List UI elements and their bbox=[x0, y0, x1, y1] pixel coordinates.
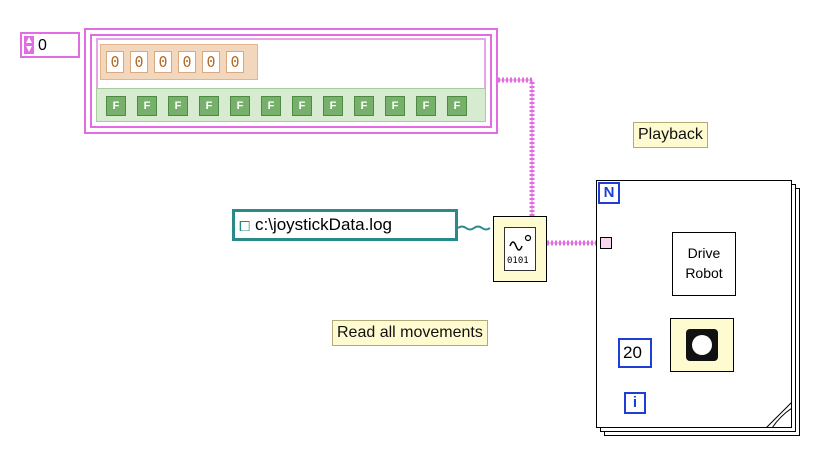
drive-robot-subvi[interactable]: Drive Robot bbox=[672, 232, 736, 296]
numeric-element[interactable]: 0 bbox=[178, 51, 196, 73]
binary-file-read-icon: 0101 bbox=[504, 227, 536, 271]
path-icon: ⧠ bbox=[239, 218, 251, 234]
numeric-element[interactable]: 0 bbox=[106, 51, 124, 73]
file-path-constant[interactable]: ⧠ c:\joystickData.log bbox=[232, 209, 458, 241]
cluster-wire-array-to-read bbox=[498, 77, 535, 224]
boolean-element[interactable]: F bbox=[137, 96, 157, 116]
wait-ms-icon bbox=[686, 329, 718, 361]
loop-count-terminal[interactable]: N bbox=[598, 182, 620, 204]
for-loop[interactable] bbox=[596, 180, 792, 428]
numeric-element[interactable]: 0 bbox=[154, 51, 172, 73]
boolean-array[interactable]: F F F F F F F F F F F F bbox=[96, 88, 486, 122]
file-path-value[interactable]: c:\joystickData.log bbox=[255, 215, 392, 234]
boolean-element[interactable]: F bbox=[168, 96, 188, 116]
drive-robot-line1: Drive bbox=[687, 245, 721, 261]
boolean-element[interactable]: F bbox=[323, 96, 343, 116]
iteration-terminal[interactable]: i bbox=[624, 392, 646, 414]
path-wire bbox=[457, 225, 491, 231]
read-all-movements-label: Read all movements bbox=[332, 320, 488, 346]
boolean-element[interactable]: F bbox=[447, 96, 467, 116]
boolean-element[interactable]: F bbox=[106, 96, 126, 116]
array-index-control[interactable]: 0 bbox=[20, 32, 80, 58]
read-binary-file-node[interactable]: 0101 bbox=[493, 216, 547, 282]
wait-ms-node[interactable] bbox=[670, 318, 734, 372]
boolean-element[interactable]: F bbox=[354, 96, 374, 116]
wait-ms-constant[interactable]: 20 bbox=[618, 338, 652, 368]
numeric-element[interactable]: 0 bbox=[130, 51, 148, 73]
playback-label: Playback bbox=[633, 122, 708, 148]
numeric-array[interactable]: 0 0 0 0 0 0 bbox=[100, 44, 258, 80]
array-index-value[interactable]: 0 bbox=[38, 37, 47, 54]
loop-corner-fold-icon bbox=[766, 402, 792, 428]
numeric-element[interactable]: 0 bbox=[202, 51, 220, 73]
boolean-element[interactable]: F bbox=[230, 96, 250, 116]
boolean-element[interactable]: F bbox=[261, 96, 281, 116]
boolean-element[interactable]: F bbox=[385, 96, 405, 116]
boolean-element[interactable]: F bbox=[416, 96, 436, 116]
boolean-element[interactable]: F bbox=[199, 96, 219, 116]
numeric-element[interactable]: 0 bbox=[226, 51, 244, 73]
boolean-element[interactable]: F bbox=[292, 96, 312, 116]
drive-robot-line2: Robot bbox=[685, 265, 723, 281]
auto-index-tunnel[interactable] bbox=[600, 237, 612, 249]
read-node-text: 0101 bbox=[507, 256, 529, 266]
increment-decrement-icon[interactable] bbox=[24, 36, 34, 54]
